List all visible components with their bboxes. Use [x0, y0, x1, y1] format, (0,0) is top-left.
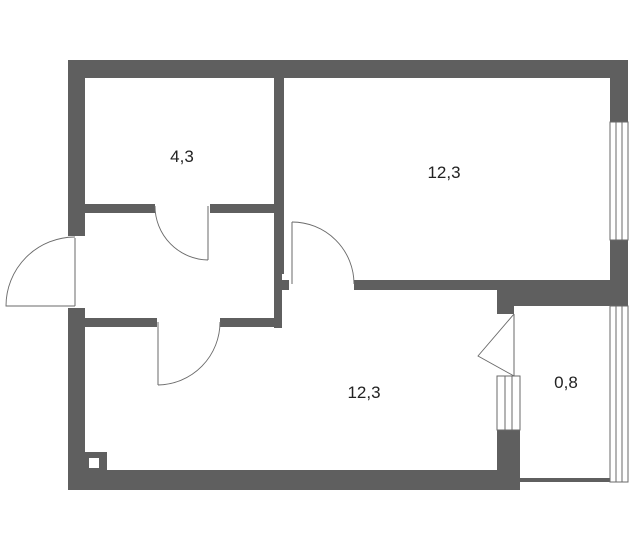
wall-bedroom-door-stub: [282, 280, 289, 290]
doors: [5, 205, 515, 386]
wall-living-right-upper: [497, 290, 514, 314]
wall-corridor-bottom-right: [220, 318, 282, 327]
wall-balcony-top: [497, 290, 628, 306]
wall-bath-bedroom: [274, 60, 284, 274]
bedroom-window: [609, 121, 629, 241]
living-window: [496, 375, 521, 431]
bathroom-door: [154, 205, 209, 261]
wall-left-lower: [68, 308, 85, 490]
wall-bath-bottom-right: [210, 204, 274, 213]
bedroom-door: [291, 221, 355, 285]
wall-living-right-lower: [497, 430, 520, 490]
wall-corridor-bottom-left: [85, 318, 157, 327]
bedroom-area-label: 12,3: [427, 163, 460, 182]
living-door: [157, 321, 221, 386]
wall-left-upper: [68, 60, 85, 236]
balcony-area-label: 0,8: [554, 373, 578, 392]
wall-bath-bottom-left: [85, 204, 155, 213]
walls: [68, 60, 628, 490]
living-area-label: 12,3: [347, 383, 380, 402]
balcony-door: [477, 313, 515, 377]
wall-balcony-bottom: [520, 478, 610, 482]
wall-top: [68, 60, 628, 78]
wall-corridor-right: [274, 274, 282, 328]
windows: [496, 121, 629, 483]
entrance-door: [5, 236, 76, 307]
wall-bedroom-bottom: [354, 280, 628, 290]
bathroom-area-label: 4,3: [170, 147, 194, 166]
corner-column-inner: [89, 458, 99, 468]
balcony-glazing: [609, 305, 629, 483]
room-labels: 4,3 12,3 12,3 0,8: [170, 147, 578, 402]
wall-right-upper: [610, 60, 628, 122]
wall-bottom: [68, 470, 520, 490]
